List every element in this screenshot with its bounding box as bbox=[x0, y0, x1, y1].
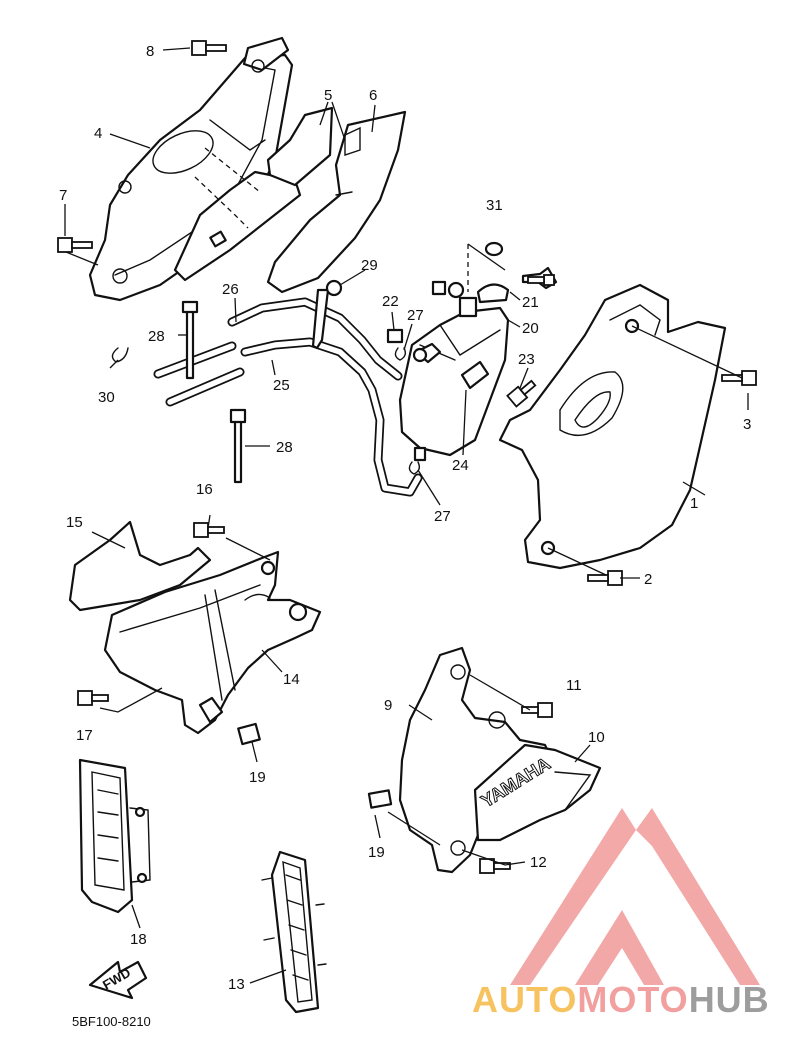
callout-19a: 19 bbox=[249, 769, 266, 786]
part-31-washer-screw bbox=[467, 241, 558, 292]
logo-text-hub: HUB bbox=[689, 979, 770, 1020]
callout-13: 13 bbox=[228, 976, 245, 993]
callout-2: 2 bbox=[644, 571, 652, 588]
callout-9: 9 bbox=[384, 697, 392, 714]
callout-5: 5 bbox=[324, 87, 332, 104]
bolt-21 bbox=[527, 274, 555, 286]
part-10-decal: YAMAHA bbox=[473, 743, 602, 842]
callout-21: 21 bbox=[522, 294, 539, 311]
callout-29: 29 bbox=[361, 257, 378, 274]
leader-lines bbox=[64, 47, 749, 984]
part-14-shroud-bracket bbox=[103, 550, 322, 746]
callout-3: 3 bbox=[743, 416, 751, 433]
logo-text: AUTOMOTOHUB bbox=[472, 979, 770, 1020]
logo-mark bbox=[510, 808, 760, 985]
callout-30: 30 bbox=[98, 389, 115, 406]
callout-20: 20 bbox=[522, 320, 539, 337]
callout-12: 12 bbox=[530, 854, 547, 871]
callout-16: 16 bbox=[196, 481, 213, 498]
callout-7: 7 bbox=[59, 187, 67, 204]
overflow-hoses bbox=[153, 297, 423, 497]
bolt-16 bbox=[193, 522, 225, 538]
part-4-scoop bbox=[88, 36, 294, 302]
bolt-11 bbox=[521, 702, 553, 718]
callout-31: 31 bbox=[486, 197, 503, 214]
part-13-radiator-louver bbox=[261, 850, 327, 1014]
callout-18: 18 bbox=[130, 931, 147, 948]
callout-26: 26 bbox=[222, 281, 239, 298]
bolt-23 bbox=[506, 379, 537, 408]
part-19-clip-right bbox=[367, 789, 393, 809]
callout-10: 10 bbox=[588, 729, 605, 746]
part-6-plate bbox=[266, 110, 407, 294]
callout-27a: 27 bbox=[407, 307, 424, 324]
logo-text-auto: AUTO bbox=[472, 979, 577, 1020]
part-18-radiator-guard bbox=[78, 758, 151, 914]
callout-22: 22 bbox=[382, 293, 399, 310]
bolt-17 bbox=[77, 690, 109, 706]
drawing-code: 5BF100-8210 bbox=[72, 1014, 151, 1029]
callout-28a: 28 bbox=[148, 328, 165, 345]
callout-25: 25 bbox=[273, 377, 290, 394]
callout-14: 14 bbox=[283, 671, 300, 688]
logo-text-moto: MOTO bbox=[577, 979, 688, 1020]
callout-27b: 27 bbox=[434, 508, 451, 525]
callout-1: 1 bbox=[690, 495, 698, 512]
fwd-arrow: FWD bbox=[88, 960, 148, 1000]
callout-24: 24 bbox=[452, 457, 469, 474]
callout-6: 6 bbox=[369, 87, 377, 104]
callout-19b: 19 bbox=[368, 844, 385, 861]
part-5-plates bbox=[173, 106, 334, 282]
callout-15: 15 bbox=[66, 514, 83, 531]
part-20-reservoir bbox=[386, 280, 510, 475]
callout-23: 23 bbox=[518, 351, 535, 368]
part-15-shroud bbox=[68, 520, 212, 612]
callout-28b: 28 bbox=[276, 439, 293, 456]
callout-labels: 1 2 3 4 5 6 7 8 9 10 11 12 13 14 15 16 1… bbox=[59, 43, 751, 993]
bolt-8 bbox=[191, 40, 227, 56]
bolt-2 bbox=[587, 570, 623, 586]
callout-17: 17 bbox=[76, 727, 93, 744]
callout-8: 8 bbox=[146, 43, 154, 60]
callout-4: 4 bbox=[94, 125, 102, 142]
watermark-logo: AUTOMOTOHUB bbox=[472, 808, 770, 1020]
callout-11: 11 bbox=[566, 677, 582, 694]
bolt-7 bbox=[57, 237, 93, 253]
bolt-3 bbox=[721, 370, 757, 386]
